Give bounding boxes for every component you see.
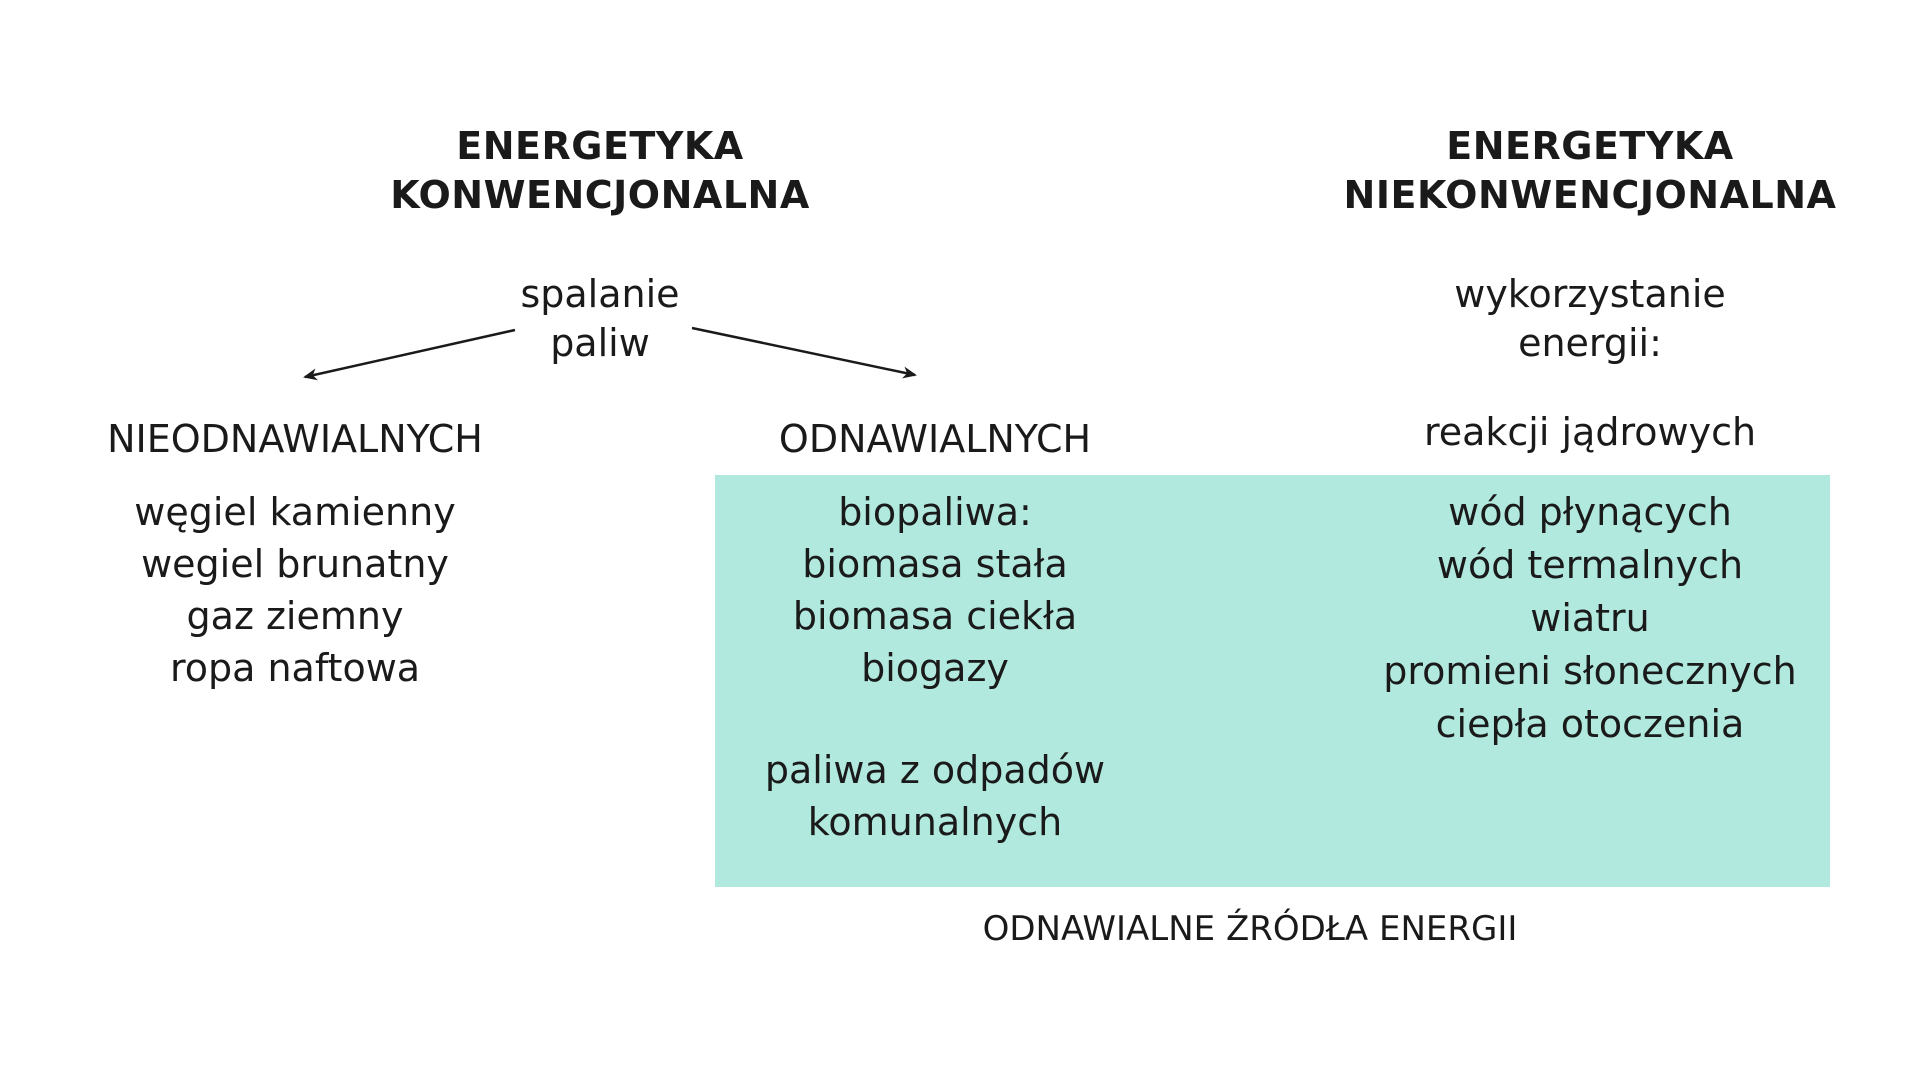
renewable-heading: ODNAWIALNYCH [778, 417, 1092, 461]
list-item: biomasa stała [802, 542, 1068, 586]
conventional-title-line2: KONWENCJONALNA [390, 173, 810, 217]
combustion-line1: spalanie [520, 272, 680, 316]
combustion-line2: paliw [550, 321, 650, 365]
nuclear-label: reakcji jądrowych [1423, 410, 1757, 454]
list-item: biogazy [861, 646, 1009, 690]
waste-line1: paliwa z odpadów [764, 748, 1106, 792]
unconventional-title-line1: ENERGETYKA [1446, 124, 1734, 168]
conventional-title: ENERGETYKA KONWENCJONALNA [360, 122, 840, 220]
list-item: wód termalnych [1436, 543, 1744, 587]
list-item: biopaliwa: [838, 490, 1032, 534]
nonrenewable-heading: NIEODNAWIALNYCH [107, 417, 483, 461]
unconventional-sources-list: wód płynących wód termalnych wiatru prom… [1360, 486, 1820, 751]
energy-usage-label: wykorzystanie energii: [1390, 270, 1790, 368]
municipal-waste-fuels: paliwa z odpadów komunalnych [735, 744, 1135, 848]
renewable-fuels-list: biopaliwa: biomasa stała biomasa ciekła … [735, 486, 1135, 694]
list-item: ropa naftowa [169, 646, 421, 690]
energy-usage-line1: wykorzystanie [1454, 272, 1726, 316]
list-item: wód płynących [1448, 490, 1732, 534]
waste-line2: komunalnych [807, 800, 1063, 844]
list-item: biomasa ciekła [792, 594, 1078, 638]
combustion-label: spalanie paliw [450, 270, 750, 368]
list-item: wiatru [1530, 596, 1650, 640]
unconventional-title: ENERGETYKA NIEKONWENCJONALNA [1330, 122, 1850, 220]
list-item: gaz ziemny [186, 594, 404, 638]
list-item: promieni słonecznych [1383, 649, 1797, 693]
list-item: ciepła otoczenia [1435, 702, 1745, 746]
energy-usage-line2: energii: [1518, 321, 1662, 365]
renewable-sources-caption: ODNAWIALNE ŹRÓDŁA ENERGII [982, 909, 1518, 949]
list-item: wegiel brunatny [141, 542, 449, 586]
renewable-sources-highlight [715, 475, 1830, 887]
list-item: węgiel kamienny [134, 490, 456, 534]
unconventional-title-line2: NIEKONWENCJONALNA [1343, 173, 1837, 217]
conventional-title-line1: ENERGETYKA [456, 124, 744, 168]
nonrenewable-list: węgiel kamienny wegiel brunatny gaz ziem… [80, 486, 510, 694]
